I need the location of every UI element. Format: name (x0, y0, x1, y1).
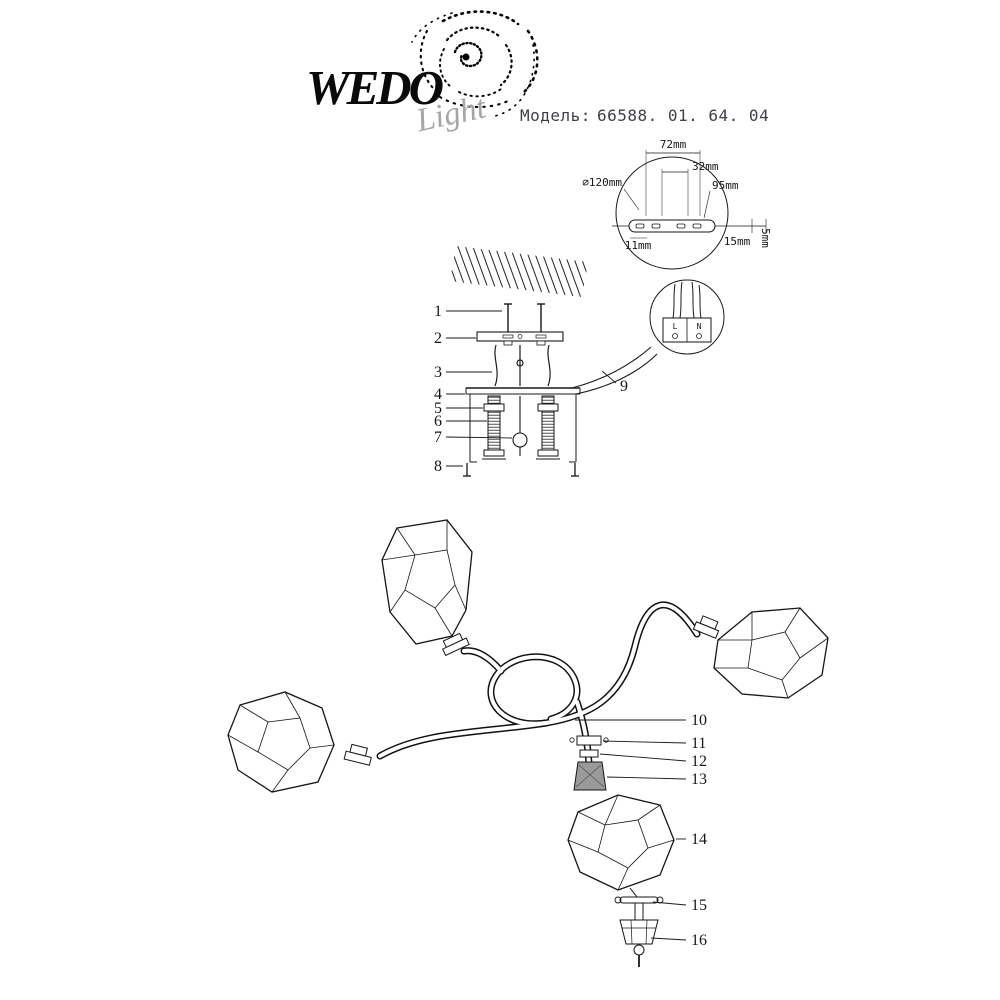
brand-wordmark: WEDO (306, 60, 443, 115)
socket-ring (579, 749, 599, 758)
callout-3: 3 (434, 364, 492, 381)
svg-text:6: 6 (434, 413, 442, 430)
model-number: Модель:66588. 01. 64. 04 (520, 106, 769, 125)
spiral-logo-icon (411, 10, 539, 117)
svg-text:8: 8 (434, 458, 442, 475)
dimension-5mm: 5mm (751, 219, 772, 248)
fixture-drawing: 10 11 12 13 14 15 16 (227, 519, 829, 967)
mounting-bar-top-view (628, 219, 716, 233)
svg-text:15mm: 15mm (724, 235, 751, 248)
lower-screws (463, 463, 579, 477)
suspension-hooks (494, 344, 551, 387)
callout-1: 1 (434, 303, 502, 320)
callout-6: 6 (434, 413, 487, 430)
svg-text:14: 14 (691, 831, 707, 848)
lampshade-bottom (567, 794, 675, 891)
rod-nut-right (537, 403, 559, 412)
supply-wires (571, 346, 658, 395)
mounting-plate-detail: 72mm 32mm 95mm ⌀120mm 11mm 15mm (582, 138, 772, 270)
lampshade-top-left (381, 519, 473, 645)
callout-13: 13 (606, 771, 707, 788)
shade-socket-left (343, 743, 372, 766)
lampshade-bottom-facets (567, 794, 675, 891)
callout-5: 5 (434, 400, 483, 417)
callout-4: 4 (434, 386, 465, 403)
svg-text:32mm: 32mm (692, 160, 719, 173)
callout-7: 7 (434, 429, 513, 446)
wing-bar (619, 896, 659, 904)
svg-text:2: 2 (434, 330, 442, 347)
dimension-95mm: 95mm (703, 179, 739, 219)
svg-text:13: 13 (691, 771, 707, 788)
svg-text:9: 9 (620, 378, 628, 395)
svg-text:11mm: 11mm (625, 239, 652, 252)
canopy-housing (465, 387, 581, 463)
dimension-11mm: 11mm (625, 237, 652, 252)
callout-10: 10 (575, 712, 707, 729)
shade-socket-top-left (442, 632, 470, 657)
lampshade-right-facets (714, 607, 829, 699)
svg-text:1: 1 (434, 303, 442, 320)
callout-12: 12 (599, 753, 707, 770)
lampshade-top-left-facets (381, 520, 467, 637)
assembly-callouts: 1 2 3 4 5 6 7 8 9 (434, 303, 628, 475)
callout-9: 9 (601, 370, 628, 395)
brand-logo: WEDO Light (306, 10, 539, 139)
svg-text:4: 4 (434, 386, 442, 403)
svg-text:15: 15 (691, 897, 707, 914)
svg-text:3: 3 (434, 364, 442, 381)
rod-nut-left (483, 403, 505, 412)
threaded-rods (482, 395, 560, 460)
callout-8: 8 (434, 458, 463, 475)
terminal-wires (672, 281, 702, 319)
finial-cup (619, 919, 659, 945)
center-toggle (512, 396, 528, 456)
svg-text:11: 11 (691, 735, 706, 752)
callout-15: 15 (652, 897, 707, 914)
shade-socket-right (692, 615, 720, 639)
ceiling-hatch (450, 246, 588, 297)
mounting-bar (476, 331, 564, 346)
svg-text:10: 10 (691, 712, 707, 729)
lampshade-left (227, 691, 335, 793)
mounting-screws (504, 303, 545, 334)
lampshade-right (713, 607, 829, 699)
svg-text:5: 5 (434, 400, 442, 417)
fixture-callouts: 10 11 12 13 14 15 16 (575, 712, 707, 949)
terminal-live-label: L (673, 322, 678, 331)
center-socket-stack (569, 735, 609, 791)
dimension-15mm: 15mm (724, 235, 751, 248)
assembly-exploded-view (463, 303, 658, 477)
dimension-32mm: 32mm (661, 160, 719, 216)
terminal-detail: L N (649, 279, 725, 355)
callout-2: 2 (434, 330, 476, 347)
shade-clamp (576, 735, 602, 746)
svg-text:95mm: 95mm (712, 179, 739, 192)
callout-11: 11 (602, 735, 706, 752)
lamp-socket (573, 761, 607, 791)
lampshade-left-facets (227, 691, 335, 793)
terminal-neutral-label: N (697, 322, 702, 331)
dimension-72mm: 72mm (645, 138, 701, 216)
svg-text:5mm: 5mm (759, 228, 772, 248)
spiral-arms-highlight (378, 602, 699, 766)
callout-16: 16 (650, 932, 707, 949)
svg-text:72mm: 72mm (660, 138, 687, 151)
finial-ball (633, 944, 645, 956)
svg-text:⌀120mm: ⌀120mm (582, 176, 622, 189)
svg-text:16: 16 (691, 932, 707, 949)
svg-text:12: 12 (691, 753, 707, 770)
callout-14: 14 (676, 831, 707, 848)
bottom-fittings (614, 887, 664, 967)
mounting-bar-slots (635, 223, 702, 229)
dimension-diameter-120mm: ⌀120mm (582, 176, 640, 211)
svg-text:7: 7 (434, 429, 442, 446)
